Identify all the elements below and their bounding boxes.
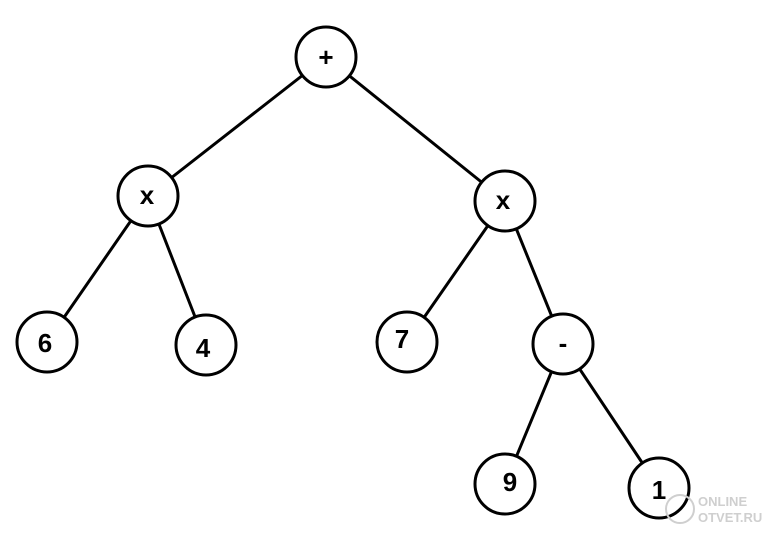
node-label-leaf-7: 7 [395, 324, 409, 354]
node-leaf-7: 7 [375, 310, 439, 374]
node-label-mul-right: x [496, 185, 511, 215]
node-leaf-9: 9 [473, 452, 537, 516]
node-label-root: + [318, 42, 333, 72]
node-circle-mul-right [473, 169, 537, 233]
node-minus: - [531, 312, 595, 376]
node-label-leaf-1: 1 [652, 475, 666, 505]
node-circle-leaf-7 [375, 310, 439, 374]
lightbulb-icon [665, 494, 695, 524]
node-mul-right: x [473, 169, 537, 233]
node-circle-leaf-4 [174, 313, 238, 377]
watermark-line1: ONLINE [698, 494, 747, 509]
watermark: ONLINE OTVET.RU [665, 494, 762, 525]
node-mul-left: x [116, 164, 180, 228]
edge-root-to-mul-right [324, 55, 507, 203]
tree-nodes: + x x 6 4 7 - 9 1 [15, 25, 691, 520]
node-root: + [294, 25, 358, 89]
node-label-leaf-6: 6 [38, 328, 52, 358]
node-leaf-4: 4 [174, 313, 238, 377]
node-circle-mul-left [116, 164, 180, 228]
node-circle-root [294, 25, 358, 89]
node-circle-minus [531, 312, 595, 376]
edge-root-to-mul-left [146, 55, 328, 198]
node-label-minus: - [559, 328, 568, 358]
node-circle-leaf-6 [15, 310, 79, 374]
node-leaf-6: 6 [15, 310, 79, 374]
node-circle-leaf-9 [473, 452, 537, 516]
node-label-mul-left: x [140, 180, 155, 210]
watermark-line2: OTVET.RU [698, 510, 762, 525]
tree-edges [45, 55, 661, 490]
node-circle-leaf-1 [627, 456, 691, 520]
node-label-leaf-9: 9 [503, 467, 517, 497]
node-leaf-1: 1 [627, 456, 691, 520]
node-label-leaf-4: 4 [196, 333, 211, 363]
